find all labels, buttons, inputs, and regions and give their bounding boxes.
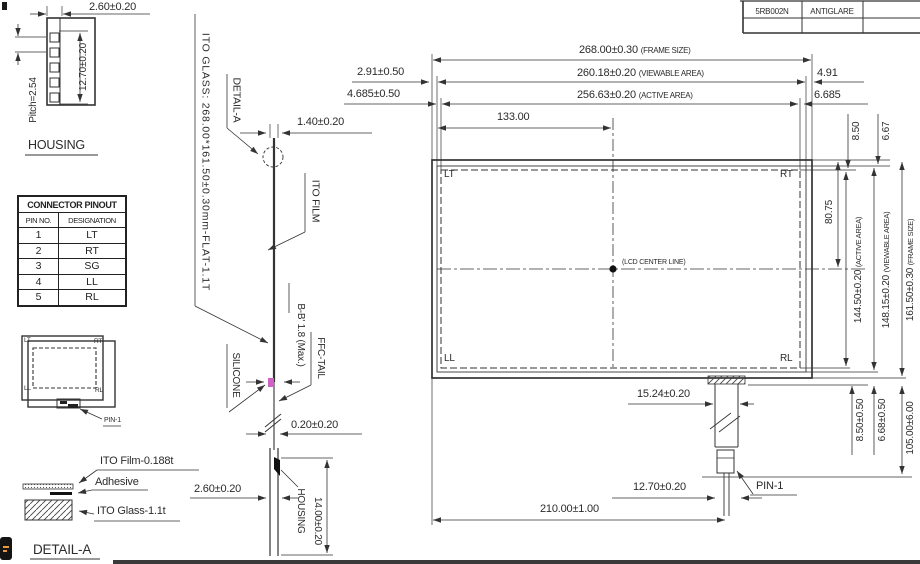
offset-right-viewable-dim: 4.91	[817, 67, 838, 79]
tail-offset1-dim: 8.50±0.50	[855, 398, 866, 442]
housing-width-dim: 2.60±0.20	[89, 1, 137, 13]
offset-left-viewable-dim: 2.91±0.50	[357, 66, 405, 78]
pin-designation: SG	[58, 258, 127, 275]
film-thickness-dim: 1.40±0.20	[297, 116, 345, 128]
pin-designation: LL	[58, 273, 127, 290]
sketch-corner-ll: LL	[24, 385, 31, 392]
table-row: 1 LT	[17, 227, 127, 244]
detail-ito-film-label: ITO Film-0.188t	[100, 455, 174, 467]
ito-film-label: ITO FILM	[309, 179, 322, 223]
table-row: 2 RT	[17, 242, 127, 259]
connector-pinout-table: CONNECTOR PINOUT PIN NO. DESIGNATION 1 L…	[17, 195, 127, 307]
viewable-height-note: (VIEWABLE AREA)	[882, 211, 891, 273]
main-corner-ll: LL	[444, 353, 455, 364]
title-block-part-number: 5RB002N	[755, 7, 789, 16]
table-row: 4 LL	[17, 273, 127, 290]
ito-glass-spec-label: ITO GLASS: 268.00*161.50±0.30mm-FLAT-1.1…	[199, 32, 212, 292]
pin-number: 1	[17, 227, 59, 244]
pinout-col-designation: DESIGNATION	[58, 212, 127, 228]
pin-number: 4	[17, 273, 59, 290]
silicone-label: SILICONE	[230, 352, 241, 398]
main-corner-lt: LT	[444, 169, 455, 180]
top-viewable-offset-dim: 6.67	[881, 121, 892, 141]
pinout-col-pin: PIN NO.	[17, 212, 59, 228]
offset-right-active-dim: 6.685	[814, 89, 841, 101]
active-height-value: 144.50±0.20	[853, 269, 864, 324]
sketch-corner-rl: RL	[95, 387, 103, 394]
viewable-width-dim: 260.18±0.20 (VIEWABLE AREA)	[577, 68, 704, 79]
housing-title: HOUSING	[28, 138, 85, 152]
main-pin1-label: PIN-1	[756, 480, 784, 492]
center-y-dim: 80.75	[824, 199, 835, 225]
main-corner-rl: RL	[780, 353, 793, 364]
housing-height-dim: 12.70±0.20	[78, 43, 89, 91]
table-row: 3 SG	[17, 258, 127, 275]
viewable-height-value: 148.15±0.20	[881, 274, 892, 329]
center-x-dim: 133.00	[497, 111, 530, 123]
pin-designation: RL	[58, 289, 127, 306]
active-width-note: (ACTIVE AREA)	[638, 91, 693, 100]
active-width-value: 256.63±0.20	[577, 89, 636, 101]
title-block-surface-type: ANTIGLARE	[810, 7, 854, 16]
main-corner-rt: RT	[780, 169, 793, 180]
tail-width-dim: 15.24±0.20	[637, 388, 690, 400]
frame-height-value: 161.50±0.30	[905, 267, 916, 322]
detail-adhesive-label: Adhesive	[95, 476, 139, 488]
pin-designation: LT	[58, 227, 127, 244]
side-housing-height-dim: 14.00±0.20	[312, 497, 323, 545]
side-housing-label: HOUSING	[295, 488, 306, 534]
viewable-width-note: (VIEWABLE AREA)	[638, 69, 704, 78]
tail-length-dim: 105.00±6.00	[905, 401, 916, 455]
connector-width-dim: 12.70±0.20	[633, 481, 686, 493]
pinout-title-row: CONNECTOR PINOUT	[17, 195, 127, 213]
viewable-height-dim: 148.15±0.20 (VIEWABLE AREA)	[881, 211, 892, 329]
pin-number: 3	[17, 258, 59, 275]
frame-width-dim: 268.00±0.30 (FRAME SIZE)	[579, 45, 691, 56]
detail-a-title: DETAIL-A	[33, 542, 92, 557]
detail-a-callout-label: DETAIL-A	[230, 77, 243, 123]
active-height-dim: 144.50±0.20 (ACTIVE AREA)	[853, 216, 864, 324]
top-active-offset-dim: 8.50	[851, 121, 862, 141]
detail-ito-glass-label: ITO Glass-1.1t	[97, 505, 166, 517]
sketch-corner-rt: RT	[94, 338, 103, 345]
gap-dim: 0.20±0.20	[291, 419, 339, 431]
sketch-pin1-label: PIN-1	[104, 417, 121, 424]
active-width-dim: 256.63±0.20 (ACTIVE AREA)	[577, 90, 693, 101]
bb-section-label: B-B' 1.8 (Max.)	[295, 303, 306, 367]
offset-left-active-dim: 4.685±0.50	[347, 88, 400, 100]
pin-number: 5	[17, 289, 59, 306]
active-height-note: (ACTIVE AREA)	[854, 216, 863, 268]
viewable-width-value: 260.18±0.20	[577, 67, 636, 79]
frame-width-value: 268.00±0.30	[579, 44, 638, 56]
side-housing-width-dim: 2.60±0.20	[194, 483, 242, 495]
pin-designation: RT	[58, 242, 127, 259]
pinout-header-row: PIN NO. DESIGNATION	[17, 212, 127, 228]
tail-offset2-dim: 6.68±0.50	[877, 398, 888, 442]
frame-height-dim: 161.50±0.30 (FRAME SIZE)	[905, 218, 916, 322]
housing-pitch-dim: Pitch=2.54	[28, 77, 39, 123]
lcd-center-line-label: (LCD CENTER LINE)	[622, 259, 686, 266]
ffc-tail-label: FFC-TAIL	[315, 337, 326, 379]
frame-height-note: (FRAME SIZE)	[906, 218, 915, 266]
frame-width-note: (FRAME SIZE)	[640, 46, 691, 55]
pin-number: 2	[17, 242, 59, 259]
tail-position-dim: 210.00±1.00	[540, 503, 599, 515]
sketch-corner-lt: LT	[24, 337, 31, 344]
table-row: 5 RL	[17, 289, 127, 306]
pinout-title: CONNECTOR PINOUT	[17, 195, 127, 213]
